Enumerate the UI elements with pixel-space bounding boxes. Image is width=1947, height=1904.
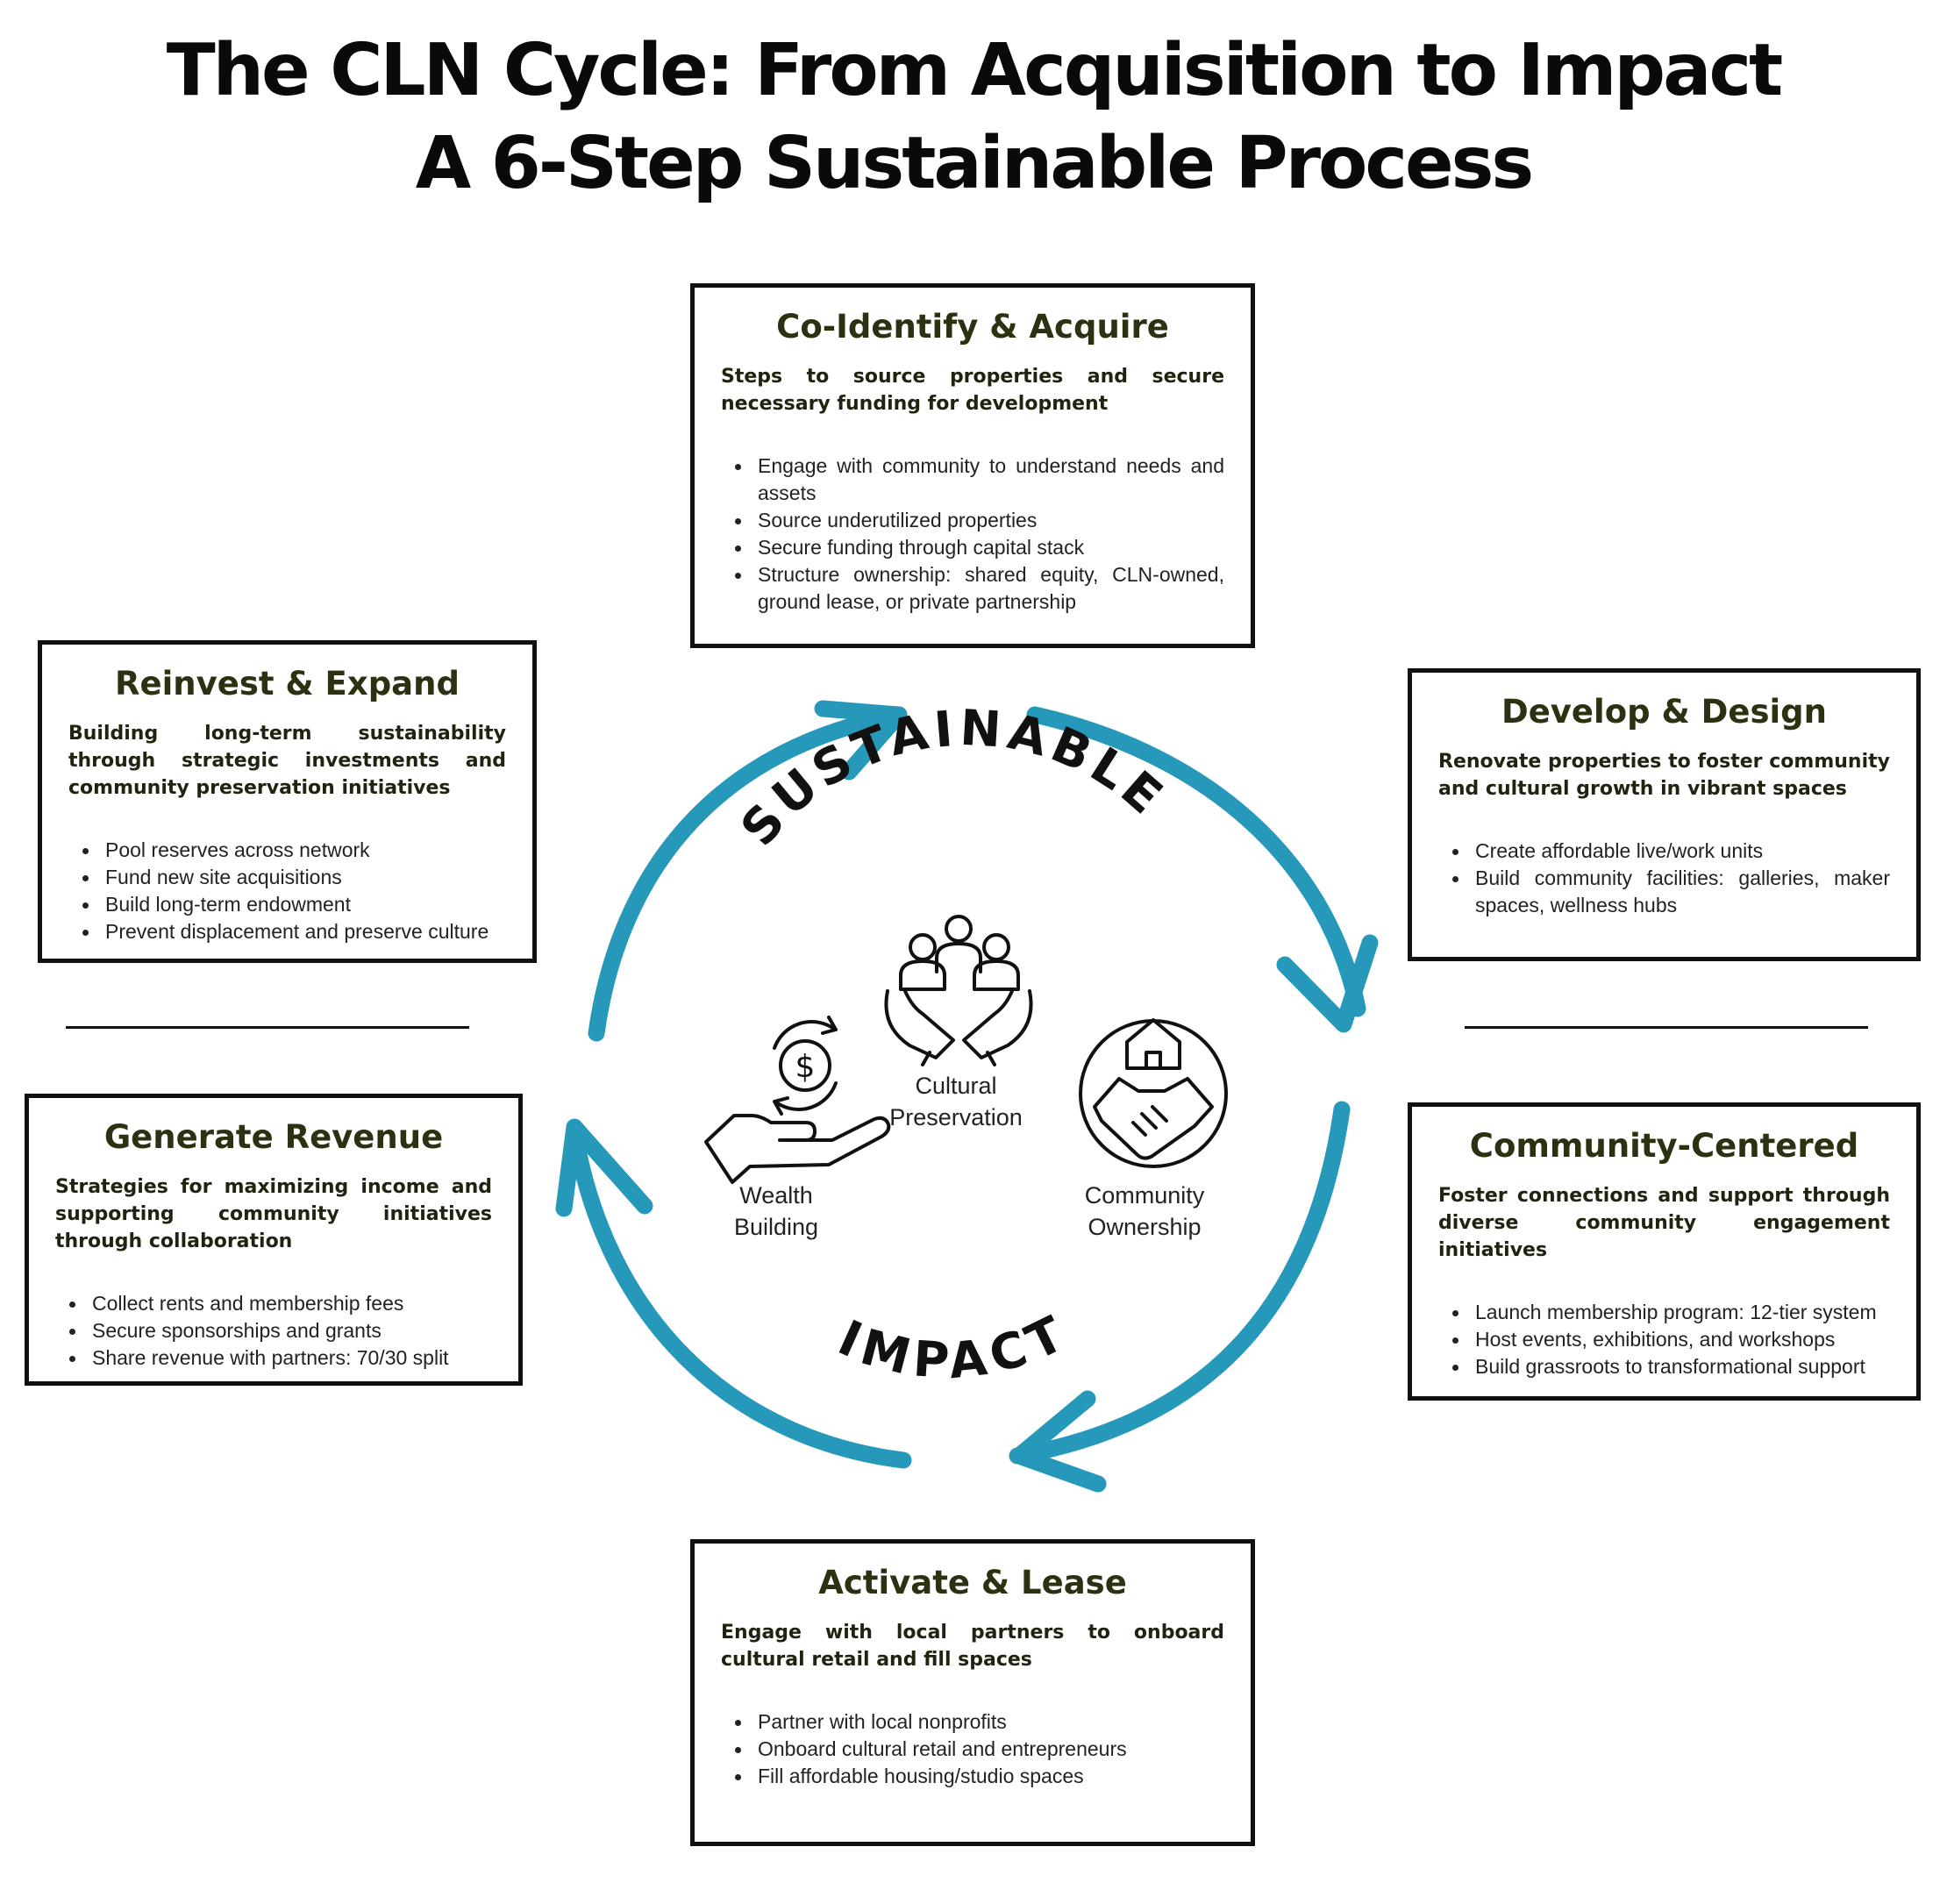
card-community-subtitle: Foster connections and support through d…: [1438, 1185, 1890, 1261]
community-ownership-label: Community Ownership: [1039, 1180, 1250, 1243]
title-line-2: A 6-Step Sustainable Process: [415, 122, 1534, 205]
list-item: Engage with community to understand need…: [731, 453, 1224, 507]
svg-text:$: $: [795, 1049, 816, 1085]
cycle-arc-reinvest-to-acquire: [588, 706, 908, 1042]
card-reinvest-subtitle: Building long-term sustainability throug…: [68, 723, 506, 799]
cycle-arrowhead-right: [1276, 934, 1379, 1033]
card-develop-subtitle: Renovate properties to foster community …: [1438, 751, 1890, 800]
cultural-preservation-label-line1: Cultural: [915, 1073, 997, 1099]
card-develop-title: Develop & Design: [1501, 693, 1827, 731]
card-develop: Develop & Design Renovate properties to …: [1408, 668, 1921, 961]
card-acquire-list: Engage with community to understand need…: [721, 453, 1224, 616]
title-line-1: The CLN Cycle: From Acquisition to Impac…: [166, 29, 1784, 112]
cycle-arc-community-to-activate: [1009, 1101, 1351, 1465]
card-community-list: Launch membership program: 12-tier syste…: [1438, 1299, 1890, 1380]
card-community: Community-Centered Foster connections an…: [1408, 1102, 1921, 1401]
list-item: Share revenue with partners: 70/30 split: [66, 1344, 492, 1372]
list-item: Secure funding through capital stack: [731, 534, 1224, 561]
list-item: Fill affordable housing/studio spaces: [731, 1763, 1224, 1790]
list-item: Secure sponsorships and grants: [66, 1317, 492, 1344]
cycle-arrowhead-top: [814, 700, 908, 781]
card-reinvest: Reinvest & Expand Building long-term sus…: [38, 640, 537, 963]
right-divider: [1465, 1026, 1868, 1029]
left-divider: [66, 1026, 469, 1029]
cycle-arc-revenue-to-reinvest: [566, 1123, 912, 1469]
card-revenue-subtitle: Strategies for maximizing income and sup…: [55, 1176, 492, 1252]
list-item: Launch membership program: 12-tier syste…: [1449, 1299, 1890, 1326]
card-activate-subtitle: Engage with local partners to onboard cu…: [721, 1622, 1224, 1671]
cycle-word-impact: IMPACT: [830, 1303, 1072, 1391]
house-handshake-icon: [1079, 1018, 1228, 1168]
list-item: Source underutilized properties: [731, 507, 1224, 534]
card-activate-list: Partner with local nonprofits Onboard cu…: [721, 1708, 1224, 1790]
list-item: Build grassroots to transformational sup…: [1449, 1353, 1890, 1380]
list-item: Build community facilities: galleries, m…: [1449, 865, 1890, 919]
cultural-preservation-label: Cultural Preservation: [851, 1070, 1061, 1133]
card-reinvest-list: Pool reserves across network Fund new si…: [68, 837, 506, 945]
svg-text:IMPACT: IMPACT: [830, 1303, 1079, 1391]
card-acquire: Co-Identify & Acquire Steps to source pr…: [690, 283, 1255, 648]
card-develop-list: Create affordable live/work units Build …: [1438, 838, 1890, 919]
list-item: Structure ownership: shared equity, CLN-…: [731, 561, 1224, 616]
card-activate: Activate & Lease Engage with local partn…: [690, 1539, 1255, 1846]
cycle-word-sustainable: SUSTAINABLE: [731, 700, 1172, 857]
card-revenue-list: Collect rents and membership fees Secure…: [55, 1290, 492, 1372]
page-title: The CLN Cycle: From Acquisition to Impac…: [0, 25, 1947, 210]
community-ownership-label-line1: Community: [1084, 1182, 1205, 1209]
cycle-arrowhead-left: [555, 1118, 653, 1217]
money-hand-icon: $: [704, 1016, 891, 1184]
card-activate-title: Activate & Lease: [818, 1564, 1127, 1601]
card-revenue-title: Generate Revenue: [103, 1118, 444, 1156]
community-ownership-label-line2: Ownership: [1088, 1214, 1202, 1240]
cultural-preservation-label-line2: Preservation: [889, 1104, 1023, 1130]
list-item: Collect rents and membership fees: [66, 1290, 492, 1317]
list-item: Host events, exhibitions, and workshops: [1449, 1326, 1890, 1353]
card-acquire-subtitle: Steps to source properties and secure ne…: [721, 366, 1224, 415]
people-in-hands-icon: [884, 915, 1033, 1066]
cycle-arrowhead-bottom: [1010, 1390, 1107, 1493]
list-item: Create affordable live/work units: [1449, 838, 1890, 865]
list-item: Onboard cultural retail and entrepreneur…: [731, 1736, 1224, 1763]
list-item: Partner with local nonprofits: [731, 1708, 1224, 1736]
cycle-arc-acquire-to-develop: [1026, 706, 1366, 1017]
card-acquire-title: Co-Identify & Acquire: [776, 308, 1169, 346]
list-item: Fund new site acquisitions: [79, 864, 506, 891]
svg-text:SUSTAINABLE: SUSTAINABLE: [731, 700, 1177, 857]
list-item: Build long-term endowment: [79, 891, 506, 918]
wealth-building-label: Wealth Building: [671, 1180, 881, 1243]
card-community-title: Community-Centered: [1469, 1127, 1859, 1165]
wealth-building-label-line2: Building: [733, 1214, 819, 1240]
list-item: Pool reserves across network: [79, 837, 506, 864]
card-reinvest-title: Reinvest & Expand: [115, 665, 460, 702]
list-item: Prevent displacement and preserve cultur…: [79, 918, 506, 945]
wealth-building-label-line1: Wealth: [739, 1182, 813, 1209]
card-revenue: Generate Revenue Strategies for maximizi…: [25, 1094, 523, 1386]
